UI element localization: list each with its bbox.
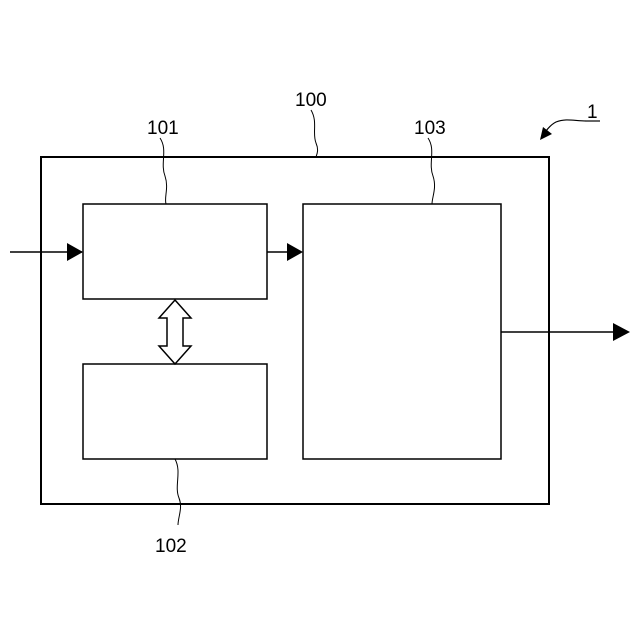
block-101 — [83, 204, 267, 299]
connector-arrow-head — [287, 243, 303, 261]
label-device-1: 1 — [587, 102, 598, 123]
label-block-102: 102 — [155, 536, 187, 557]
label-outer-box-100: 100 — [295, 90, 327, 111]
output-arrow-head — [613, 323, 630, 341]
leader-line-103 — [428, 138, 435, 204]
device-leader-arrow-head — [540, 127, 552, 140]
block-102 — [83, 364, 267, 459]
bidirectional-arrow-101-102 — [159, 300, 191, 364]
block-103 — [303, 204, 501, 459]
leader-line-100 — [311, 110, 318, 157]
device-leader-line — [546, 120, 586, 131]
label-block-101: 101 — [147, 118, 179, 139]
outer-box-100 — [41, 157, 549, 504]
leader-line-102 — [175, 459, 181, 525]
input-arrow-head — [67, 243, 83, 261]
leader-line-101 — [160, 138, 167, 204]
label-block-103: 103 — [414, 118, 446, 139]
